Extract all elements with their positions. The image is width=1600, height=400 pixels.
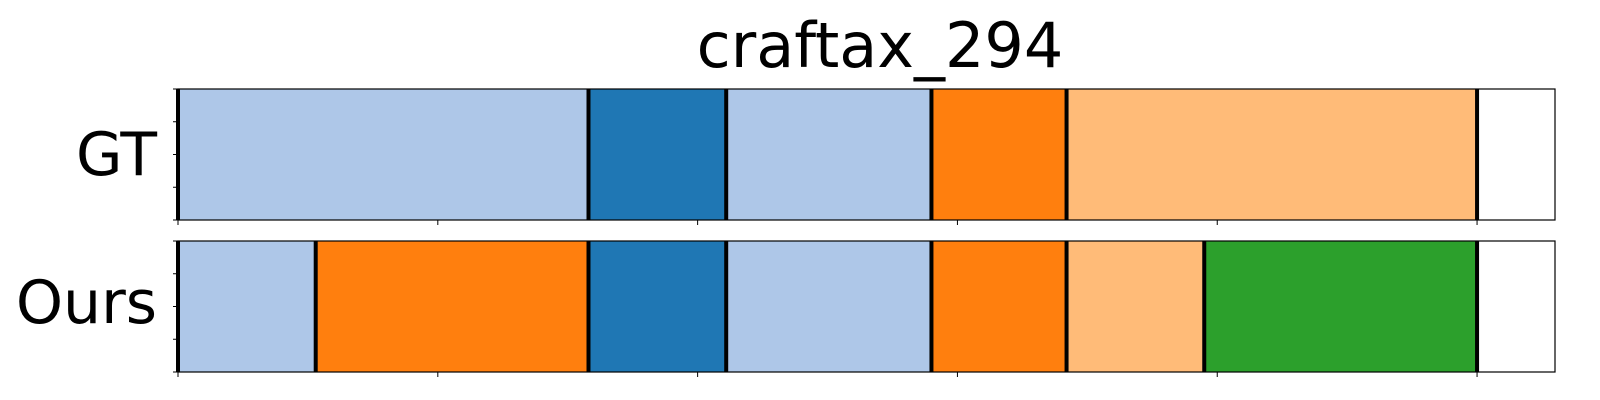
segment-ours-6 [1204,241,1478,372]
chart-title: craftax_294 [696,9,1064,82]
segment-gt-0 [178,89,589,220]
segment-ours-3 [726,241,932,372]
segment-gt-4 [1066,89,1478,220]
segment-ours-2 [588,241,727,372]
segment-gt-1 [588,89,727,220]
segment-ours-0 [178,241,316,372]
segment-ours-5 [1066,241,1205,372]
segment-gt-3 [931,89,1067,220]
row-label-gt: GT [75,120,157,190]
segment-ours-1 [315,241,589,372]
segment-ours-4 [931,241,1067,372]
row-label-ours: Ours [15,268,157,338]
segment-gt-2 [726,89,932,220]
